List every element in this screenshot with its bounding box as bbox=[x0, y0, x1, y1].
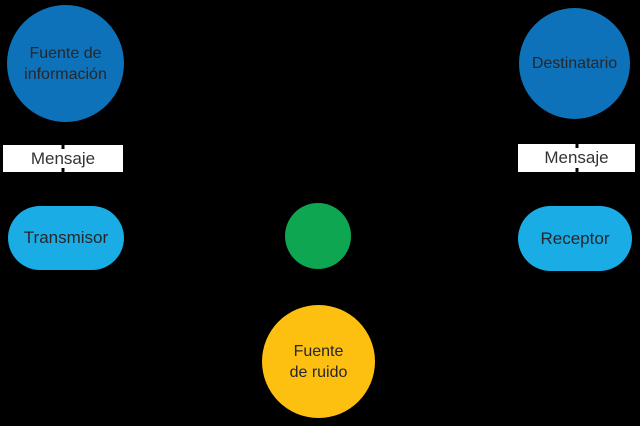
arrow-stub-icon bbox=[575, 144, 578, 148]
node-destinatario-label: Destinatario bbox=[531, 54, 618, 72]
label-line-2: información bbox=[24, 65, 107, 83]
node-receptor-label: Receptor bbox=[540, 228, 610, 248]
label-line-2: de ruido bbox=[289, 363, 348, 381]
label-line-1: Fuente bbox=[293, 342, 344, 360]
message-box-right-label: Mensaje bbox=[544, 148, 609, 167]
arrow-stub-icon bbox=[575, 168, 578, 172]
node-fuente-ruido-label: Fuente de ruido bbox=[290, 341, 348, 383]
node-signal-circle bbox=[285, 203, 351, 269]
node-fuente-ruido: Fuente de ruido bbox=[262, 305, 375, 418]
arrow-stub-icon bbox=[61, 168, 65, 172]
message-box-left-label: Mensaje bbox=[30, 148, 96, 168]
message-box-left: Mensaje bbox=[3, 145, 123, 172]
node-destinatario: Destinatario bbox=[519, 8, 630, 119]
node-transmisor-label: Transmisor bbox=[23, 228, 109, 247]
label-line-1: Fuente de bbox=[29, 44, 102, 62]
node-fuente-informacion-label: Fuente de información bbox=[24, 43, 107, 85]
node-fuente-informacion: Fuente de información bbox=[7, 5, 124, 122]
message-box-right: Mensaje bbox=[518, 144, 635, 172]
node-transmisor: Transmisor bbox=[8, 206, 124, 270]
arrow-stub-icon bbox=[61, 145, 65, 149]
node-receptor: Receptor bbox=[518, 206, 632, 271]
